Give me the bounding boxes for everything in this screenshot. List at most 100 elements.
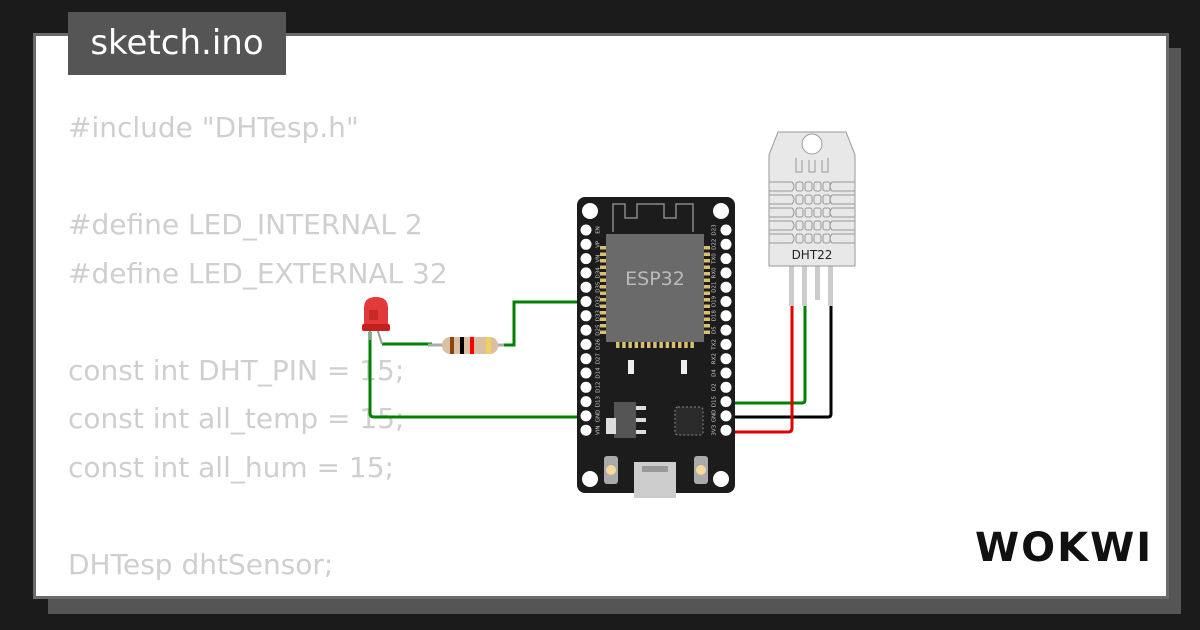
code-line: #define LED_EXTERNAL 32 [68, 256, 448, 290]
vent-slot [769, 194, 795, 205]
chip-pad [600, 298, 606, 302]
vent-hole [813, 207, 822, 218]
chip-pad [634, 342, 639, 348]
pin-d14[interactable] [580, 367, 592, 379]
chip-pad [600, 324, 606, 328]
pin-tx0[interactable] [720, 253, 732, 265]
vent-hole [822, 194, 831, 205]
pin-en[interactable] [580, 224, 592, 236]
pin-3v3[interactable] [720, 424, 732, 436]
chip-pad [704, 265, 710, 269]
pin-tx2[interactable] [720, 338, 732, 350]
chip-pad [647, 342, 651, 348]
pin-d19[interactable] [720, 296, 732, 307]
vent-hole [795, 207, 804, 218]
vent-slot [769, 233, 795, 244]
vent-hole [795, 220, 804, 231]
chip-pad [600, 259, 606, 263]
chip-pad [704, 246, 710, 250]
pin-label: TX2 [712, 339, 718, 351]
chip-pad [704, 304, 710, 308]
resistor[interactable] [428, 337, 504, 354]
pin-vin[interactable] [580, 424, 592, 436]
code-preview: #include "DHTesp.h" #define LED_INTERNAL… [68, 104, 448, 589]
pin-d4[interactable] [720, 367, 732, 379]
pin-d13[interactable] [580, 396, 592, 408]
chip-pad [600, 272, 606, 276]
vent-hole [813, 194, 822, 205]
vent-hole [795, 181, 804, 192]
pin-d33[interactable] [580, 310, 592, 322]
chip-pad [659, 342, 663, 348]
code-line: const int all_temp = 15; [68, 402, 405, 435]
file-tab[interactable]: sketch.ino [68, 12, 286, 75]
pin-d2[interactable] [720, 381, 732, 393]
chip-pad [600, 311, 606, 315]
chip-pad [600, 285, 606, 289]
chip-pad [600, 278, 606, 282]
led-red[interactable] [362, 297, 390, 345]
chip-pad [704, 324, 710, 328]
chip-pad [600, 252, 606, 256]
pin-d12[interactable] [580, 381, 592, 393]
code-line: const int all_hum = 15; [68, 450, 394, 484]
pin-label: RX0 [712, 267, 718, 279]
vent-hole [822, 207, 831, 218]
chip-pad [616, 342, 620, 348]
pin-label: 3V3 [712, 424, 718, 435]
pin-gnd[interactable] [580, 410, 592, 422]
vent-hole [804, 220, 813, 231]
pin-rx2[interactable] [720, 353, 732, 365]
pin-d27[interactable] [580, 353, 592, 365]
pin-d5[interactable] [720, 324, 732, 336]
pin-d25[interactable] [580, 324, 592, 336]
pin-label: D21 [712, 282, 718, 293]
sensor-label: DHT22 [792, 248, 833, 262]
chip-pad [704, 285, 710, 289]
wire-dht-data [724, 300, 807, 405]
chip-label: ESP32 [625, 268, 685, 290]
pin-d32[interactable] [580, 296, 592, 307]
pin-label: D23 [712, 224, 718, 236]
pin-d35[interactable] [580, 281, 592, 293]
vent-hole [795, 194, 804, 205]
pin-d34[interactable] [580, 267, 592, 279]
vent-hole [822, 220, 831, 231]
chip-pad [622, 342, 626, 348]
pin-label: GND [712, 410, 718, 423]
vent-slot [769, 207, 795, 218]
pin-rx0[interactable] [720, 267, 732, 279]
pin-gnd[interactable] [720, 410, 732, 422]
pin-label: VN [596, 255, 602, 263]
chip-pad [671, 342, 676, 348]
pin-label: EN [596, 226, 602, 234]
pin-label: VIN [596, 425, 602, 435]
chip-pad [704, 330, 710, 334]
vent-slot [769, 220, 795, 231]
wire-resistor-to-d32 [500, 300, 586, 347]
pin-label: D15 [712, 395, 718, 407]
pin-d18[interactable] [720, 310, 732, 322]
pin-d26[interactable] [580, 338, 592, 350]
pin-d15[interactable] [720, 396, 732, 408]
pin-d21[interactable] [720, 281, 732, 293]
wire-led-to-gnd [368, 332, 586, 419]
chip-pad [600, 265, 606, 269]
chip-pad [704, 317, 710, 321]
pin-label: TX0 [712, 253, 718, 265]
vent-hole [804, 181, 813, 192]
pin-vn[interactable] [580, 253, 592, 265]
pin-d22[interactable] [720, 238, 732, 250]
vent-hole [804, 233, 813, 244]
pin-vp[interactable] [580, 238, 592, 250]
pin-d23[interactable] [720, 224, 732, 236]
vent-hole [804, 207, 813, 218]
pin-label: D18 [712, 310, 718, 322]
pin-label: D14 [596, 367, 602, 379]
esp32-board[interactable]: ESP32 ENVPVND34D35D32D33D25D26D27D14D12D… [577, 197, 735, 498]
wire-dht-gnd [724, 300, 833, 419]
dht22-sensor[interactable]: DHT22 [768, 131, 856, 306]
vent-slot [769, 181, 795, 192]
vent-hole [813, 220, 822, 231]
vent-hole [804, 194, 813, 205]
